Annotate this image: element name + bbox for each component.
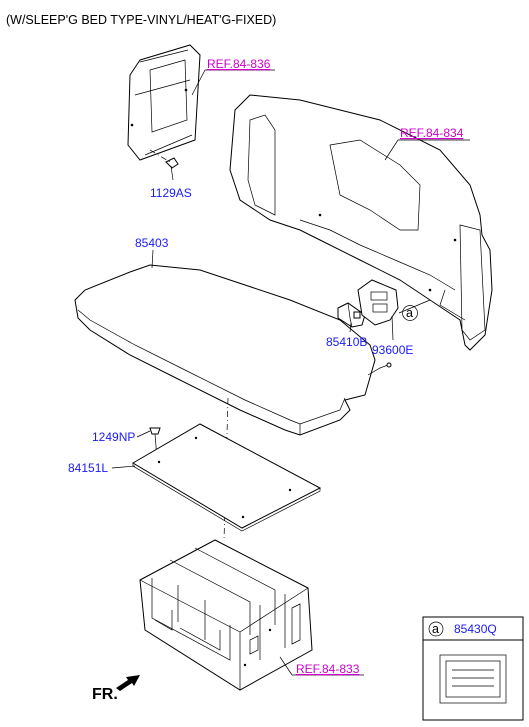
switch-housing-93600E [357, 279, 399, 326]
legend-marker-circle [428, 621, 444, 637]
ref-84-834-label[interactable]: REF.84-834 [400, 126, 464, 140]
screw-1129AS [165, 157, 179, 181]
front-arrow-icon [116, 675, 140, 691]
part-label-84151L[interactable]: 84151L [68, 461, 108, 475]
part-label-1129AS[interactable]: 1129AS [150, 186, 192, 200]
legend-marker: a [432, 622, 439, 636]
callout-a-circle [402, 305, 418, 321]
legend-box-85430Q: a 85430Q [422, 616, 524, 721]
storage-box-ref-833 [139, 539, 313, 691]
front-direction-label: FR. [92, 686, 118, 703]
bed-cushion-85403 [74, 264, 392, 436]
part-label-93600E[interactable]: 93600E [372, 343, 413, 357]
rear-trim-panel-ref-834 [229, 94, 493, 351]
ref-84-833-label[interactable]: REF.84-833 [296, 662, 360, 676]
diagram-title: (W/SLEEP'G BED TYPE-VINYL/HEAT'G-FIXED) [6, 13, 276, 27]
part-label-85410B[interactable]: 85410B [326, 335, 367, 349]
part-label-85403[interactable]: 85403 [135, 236, 169, 250]
part-label-1249NP[interactable]: 1249NP [92, 430, 135, 444]
pillar-panel-ref-836 [127, 44, 201, 161]
legend-part-label[interactable]: 85430Q [454, 622, 497, 636]
switch-85410B [337, 302, 366, 328]
screw-1249NP [149, 427, 161, 447]
callout-a-marker: a [406, 306, 413, 320]
label-sticker-icon [439, 654, 507, 704]
heating-pad-84151L [132, 423, 322, 532]
ref-84-836-label[interactable]: REF.84-836 [207, 57, 271, 71]
